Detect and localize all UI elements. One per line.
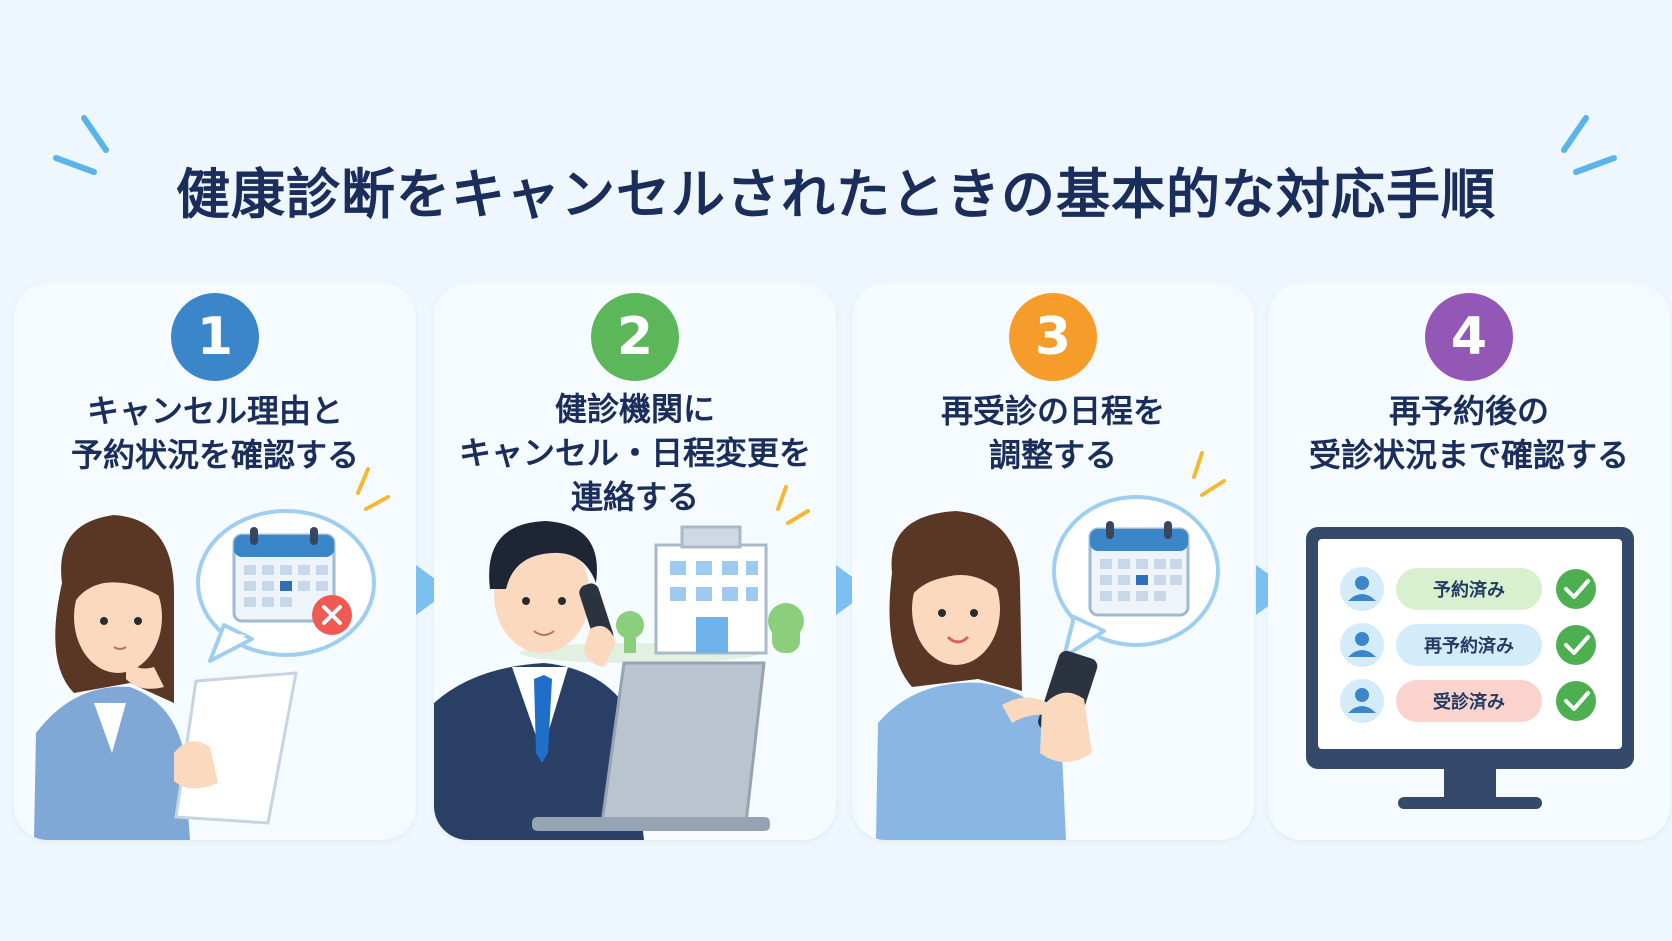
title-wrap: 健康診断をキャンセルされたときの基本的な対応手順 (0, 150, 1672, 229)
step-label-4: 再予約後の 受診状況まで確認する (1308, 392, 1629, 474)
step-card-1: 1 キャンセル理由と 予約状況を確認する (14, 283, 416, 840)
status-badge-reserved: 予約済み (1396, 568, 1542, 610)
man-calling-clinic-illustration (434, 485, 810, 840)
monitor-status-illustration (1306, 527, 1634, 809)
step-label-3: 再受診の日程を 調整する (940, 392, 1165, 474)
page-title: 健康診断をキャンセルされたときの基本的な対応手順 (176, 163, 1496, 226)
businessman-figure (434, 521, 770, 840)
step-number-3: 3 (1009, 293, 1097, 381)
step-number-4: 4 (1425, 293, 1513, 381)
title-sparkle-left-icon (53, 115, 109, 175)
woman-scheduling-phone-illustration (876, 451, 1226, 840)
status-badge-examined: 受診済み (1396, 680, 1542, 722)
woman-phone-figure (876, 511, 1098, 840)
clinic-building-icon (520, 485, 810, 663)
step-card-2: 2 健診機関に キャンセル・日程変更を 連絡する (434, 283, 836, 840)
check-icon (1556, 569, 1596, 721)
title-sparkle-right-icon (1561, 115, 1617, 175)
step-label-2: 健診機関に キャンセル・日程変更を 連絡する (458, 390, 811, 516)
step-card-4: 4 再予約後の 受診状況まで確認する (1268, 283, 1670, 840)
step-card-3: 3 再受診の日程を 調整する (852, 283, 1254, 840)
woman-checking-document-illustration (34, 467, 390, 840)
step-number-2: 2 (591, 293, 679, 381)
step-number-1: 1 (171, 293, 259, 381)
woman-figure (34, 515, 298, 840)
step-label-1: キャンセル理由と 予約状況を確認する (70, 392, 359, 474)
user-avatar-icon (1340, 567, 1384, 723)
calendar-bubble-icon (1052, 451, 1226, 659)
step-arrow-1-icon (416, 565, 450, 615)
calendar-cancel-bubble-icon (196, 467, 390, 663)
status-badge-rereserved: 再予約済み (1396, 624, 1542, 666)
